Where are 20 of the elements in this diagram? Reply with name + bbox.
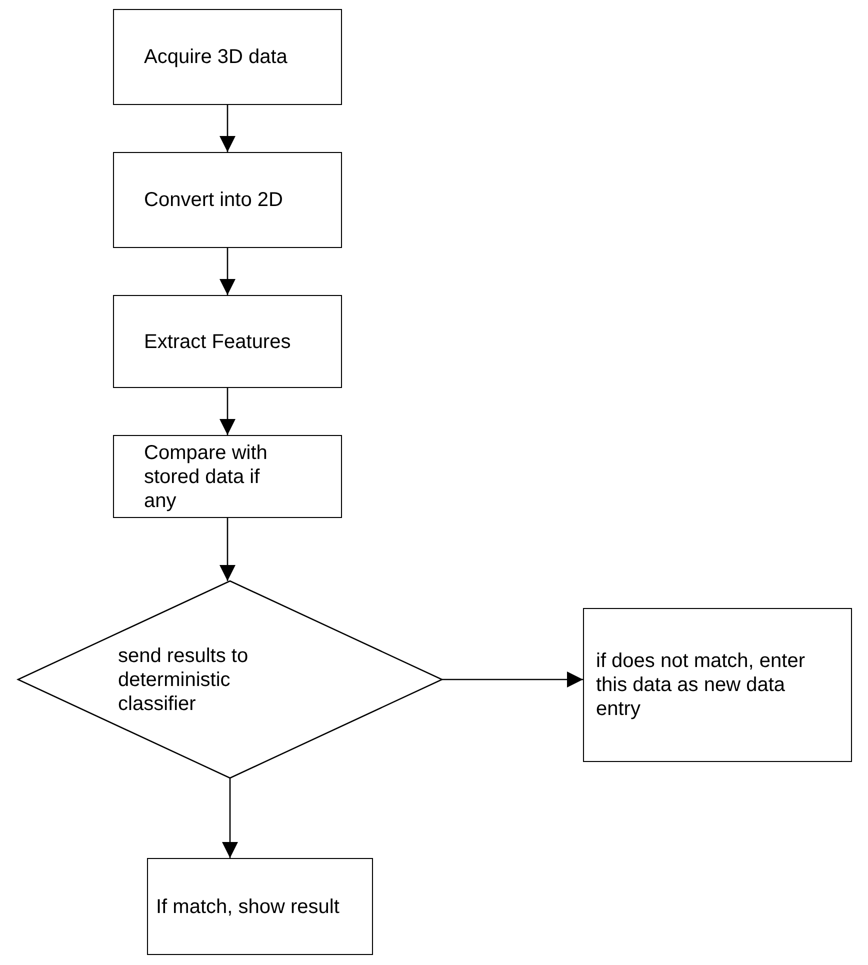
arrow bbox=[220, 388, 236, 435]
process-box bbox=[147, 858, 373, 955]
arrow bbox=[220, 518, 236, 581]
node-label: if does not match, enter this data as new data entry bbox=[596, 649, 806, 721]
arrow bbox=[220, 248, 236, 295]
process-box bbox=[583, 608, 852, 762]
arrow bbox=[220, 105, 236, 152]
node-label: send results to deterministic classifier bbox=[118, 644, 250, 716]
process-box bbox=[113, 435, 342, 518]
node-label: Convert into 2D bbox=[144, 188, 283, 212]
process-box bbox=[113, 152, 342, 248]
decision-diamond bbox=[18, 581, 442, 778]
node-label: If match, show result bbox=[156, 894, 340, 918]
node-label: Compare with stored data if any bbox=[144, 440, 268, 512]
process-box bbox=[113, 295, 342, 388]
arrow bbox=[442, 672, 583, 688]
node-label: Acquire 3D data bbox=[144, 45, 288, 69]
arrow bbox=[222, 778, 238, 858]
node-label: Extract Features bbox=[144, 330, 291, 354]
process-box bbox=[113, 9, 342, 105]
